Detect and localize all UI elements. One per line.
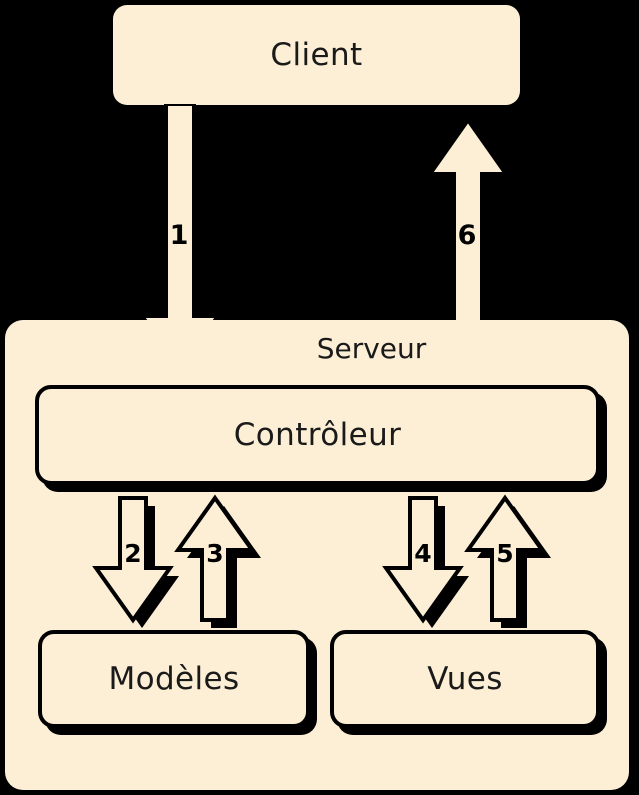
arrow-3-label: 3 — [206, 539, 224, 568]
arrow-3-modeles-to-controleur: 3 — [170, 494, 275, 634]
node-controleur[interactable]: Contrôleur — [35, 385, 600, 485]
arrow-4-label: 4 — [414, 539, 432, 568]
node-serveur-label: Serveur — [316, 332, 427, 365]
arrow-4-controleur-to-vues: 4 — [378, 494, 483, 634]
node-controleur-label: Contrôleur — [233, 417, 402, 453]
arrow-2-label: 2 — [124, 539, 142, 568]
arrow-6-label: 6 — [457, 220, 477, 251]
node-modeles[interactable]: Modèles — [38, 630, 310, 728]
node-modeles-label: Modèles — [108, 661, 240, 697]
arrow-5-vues-to-controleur: 5 — [460, 494, 565, 634]
node-vues[interactable]: Vues — [330, 630, 600, 728]
node-client-label: Client — [270, 37, 363, 73]
arrow-1-label: 1 — [169, 220, 189, 251]
node-client[interactable]: Client — [113, 5, 520, 105]
arrow-2-controleur-to-modeles: 2 — [88, 494, 193, 634]
node-vues-label: Vues — [427, 661, 503, 697]
arrow-5-label: 5 — [496, 539, 514, 568]
